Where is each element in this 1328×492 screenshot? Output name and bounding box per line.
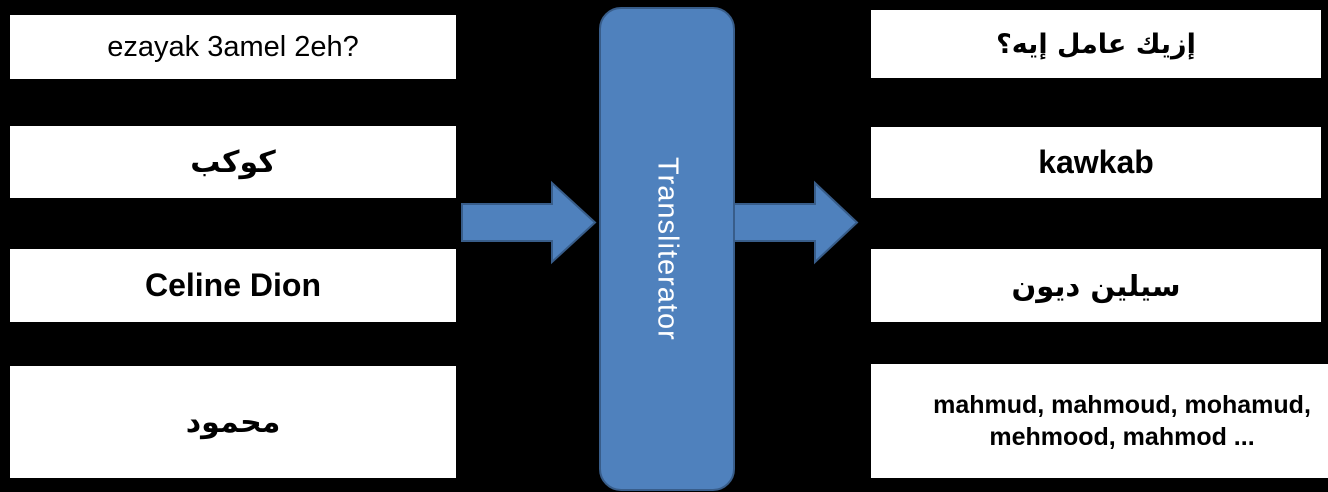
source-box-4: محمود — [10, 366, 456, 478]
output-text-2: kawkab — [1038, 144, 1154, 180]
output-box-4: mahmud, mahmoud, mohamud, mehmood, mahmo… — [871, 364, 1328, 478]
flow-arrow-right — [733, 180, 859, 265]
output-box-1: إزيك عامل إيه؟ — [871, 10, 1321, 78]
arrow-right-icon — [461, 180, 597, 265]
output-text-1: إزيك عامل إيه؟ — [996, 28, 1196, 60]
source-box-2: كوكب — [10, 126, 456, 198]
source-text-3: Celine Dion — [144, 267, 321, 303]
output-text-4: mahmud, mahmoud, mohamud, mehmood, mahmo… — [933, 390, 1311, 452]
arrow-right-icon — [733, 180, 859, 265]
source-box-3: Celine Dion — [10, 249, 456, 322]
source-text-1: ezayak 3amel 2eh? — [107, 30, 359, 63]
flow-arrow-left — [461, 180, 597, 265]
output-text-3: سيلين ديون — [1011, 268, 1181, 303]
output-box-3: سيلين ديون — [871, 249, 1321, 322]
source-text-2: كوكب — [190, 144, 276, 180]
transliterator-block: Transliterator — [599, 7, 735, 491]
output-box-2: kawkab — [871, 127, 1321, 198]
source-box-1: ezayak 3amel 2eh? — [10, 15, 456, 79]
source-text-4: محمود — [185, 404, 281, 440]
transliterator-label: Transliterator — [651, 157, 684, 341]
